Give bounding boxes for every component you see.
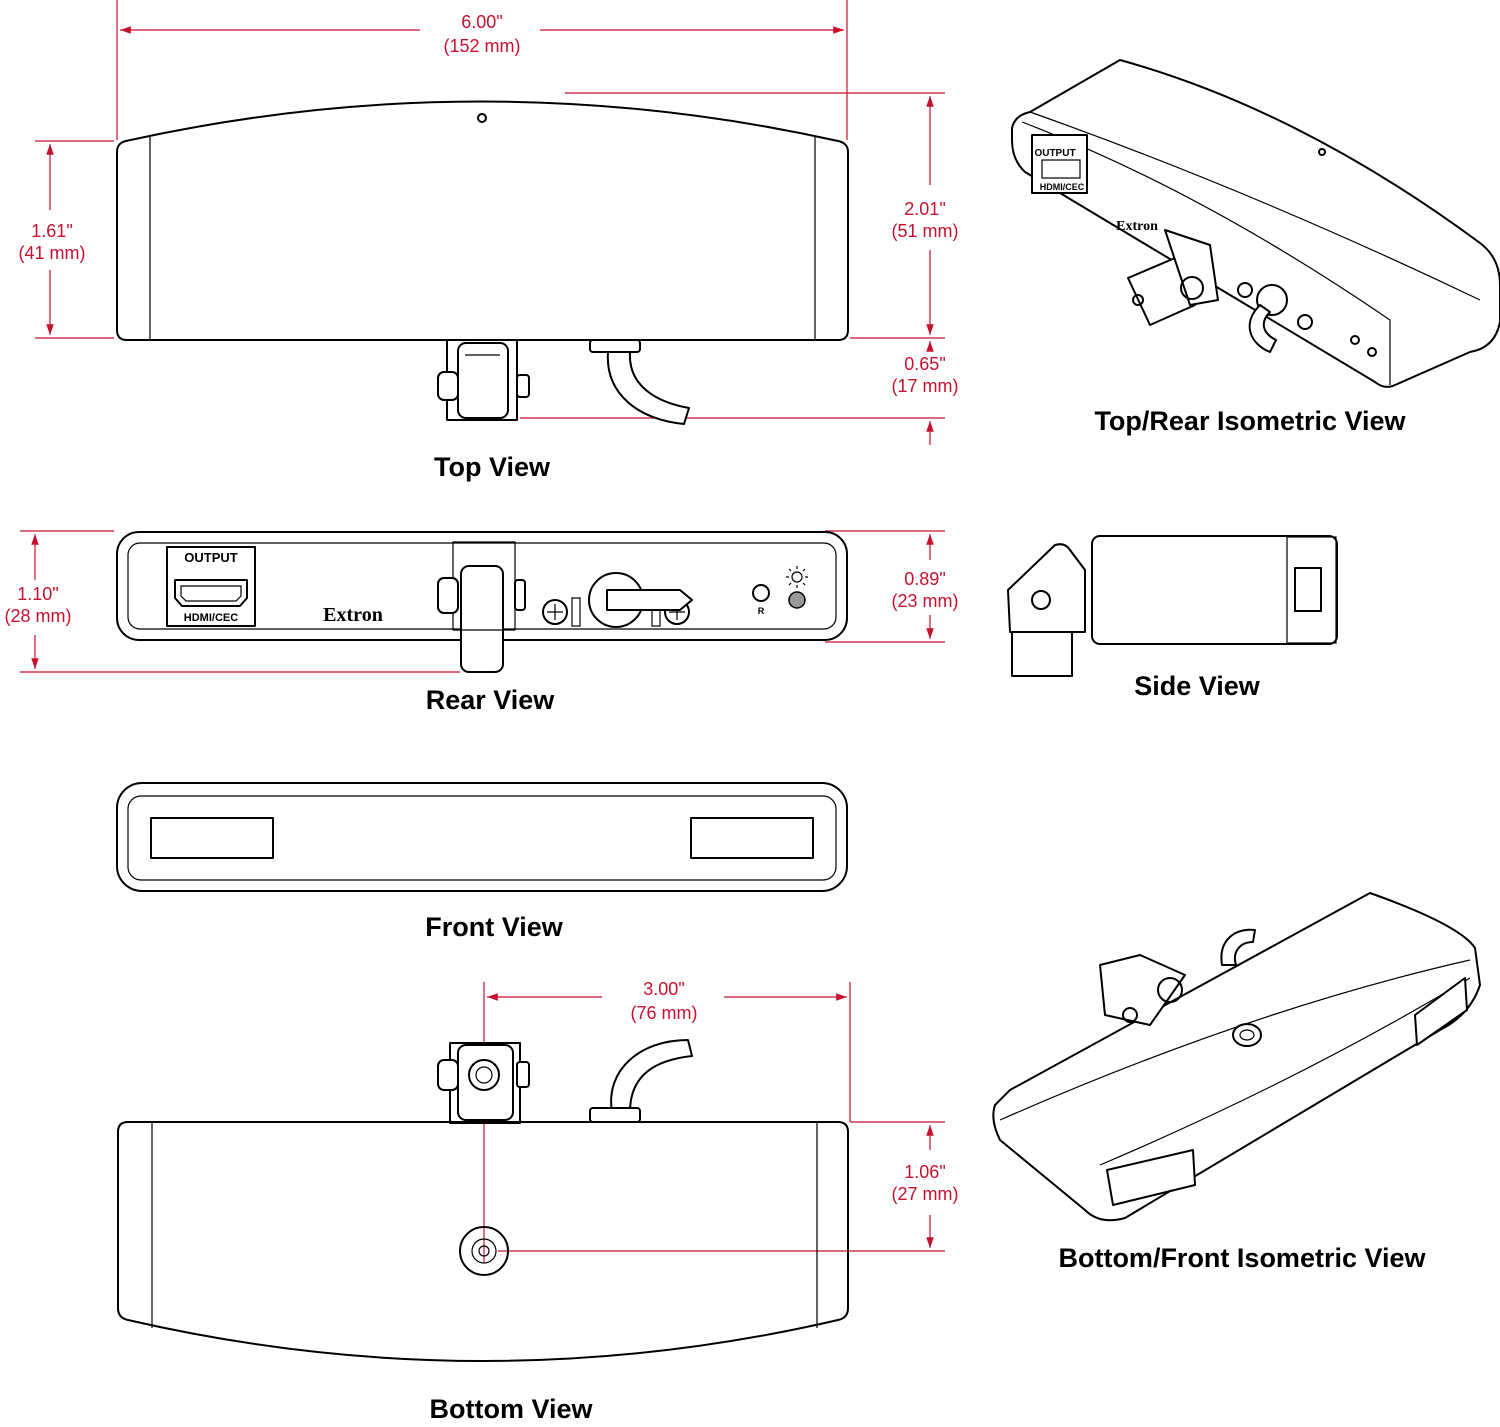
side-view: Side View (1007, 535, 1338, 701)
top-overall-dim-inches: 2.01" (904, 199, 945, 219)
port-header-label: OUTPUT (184, 550, 238, 565)
status-led (788, 591, 806, 609)
reset-button[interactable] (752, 584, 770, 602)
rear-height-dim-mm: (28 mm) (5, 606, 72, 626)
mount-dim-mm: (17 mm) (892, 376, 959, 396)
width-dim-inches: 6.00" (461, 12, 502, 32)
front-view-caption: Front View (425, 912, 564, 942)
top-view-caption: Top View (434, 452, 551, 482)
bottom-view-caption: Bottom View (429, 1394, 593, 1424)
mount-offset-dim-inches: 3.00" (643, 979, 684, 999)
front-window-left (150, 817, 274, 859)
rear-bracket (437, 541, 526, 673)
iso-port-name: HDMI/CEC (1040, 182, 1085, 192)
bottom-front-iso-caption: Bottom/Front Isometric View (1058, 1243, 1426, 1273)
bottom-depth-dim-mm: (27 mm) (892, 1184, 959, 1204)
reset-label: R (758, 606, 765, 616)
mount-dim-inches: 0.65" (904, 354, 945, 374)
hdmi-output-port: OUTPUT HDMI/CEC (166, 546, 256, 627)
width-dim-mm: (152 mm) (443, 36, 520, 56)
mounting-hole-icon (459, 1226, 509, 1276)
top-view: 6.00" (152 mm) 1.61" (41 mm) 2.01" (51 m… (19, 0, 959, 482)
top-overall-dim-mm: (51 mm) (892, 221, 959, 241)
rear-height-dim-inches: 1.10" (17, 584, 58, 604)
top-depth-dim-inches: 1.61" (31, 221, 72, 241)
screw-icon (542, 599, 568, 625)
cable-hook (589, 339, 690, 425)
sensor-hole-icon (477, 113, 487, 123)
side-view-caption: Side View (1134, 671, 1261, 701)
mount-offset-dim-mm: (76 mm) (631, 1003, 698, 1023)
top-rear-iso-caption: Top/Rear Isometric View (1094, 406, 1406, 436)
iso-brand: Extron (1116, 219, 1158, 234)
rear-brand-label: Extron (323, 604, 383, 626)
rear-view-caption: Rear View (426, 685, 556, 715)
bottom-depth-dim-inches: 1.06" (904, 1162, 945, 1182)
port-name-label: HDMI/CEC (184, 612, 238, 624)
front-window-right (690, 817, 814, 859)
front-view: Front View (116, 782, 848, 942)
sun-icon (786, 566, 808, 588)
bottom-cable-hook (589, 1039, 693, 1123)
mounting-bracket (437, 339, 530, 421)
top-depth-dim-mm: (41 mm) (19, 243, 86, 263)
iso-port-header: OUTPUT (1034, 148, 1075, 159)
bottom-view: 3.00" (76 mm) 1.06" (27 mm) Bottom View (117, 979, 959, 1424)
bottom-front-iso-view: Bottom/Front Isometric View (992, 892, 1481, 1273)
bottom-bracket (437, 1042, 530, 1124)
rear-body-dim-inches: 0.89" (904, 569, 945, 589)
top-rear-iso-view: OUTPUT HDMI/CEC Extron Top/Rear Isometri… (1011, 59, 1500, 436)
rear-view: 1.10" (28 mm) 0.89" (23 mm) OUTPUT HDMI/… (5, 530, 959, 715)
rear-body-dim-mm: (23 mm) (892, 591, 959, 611)
